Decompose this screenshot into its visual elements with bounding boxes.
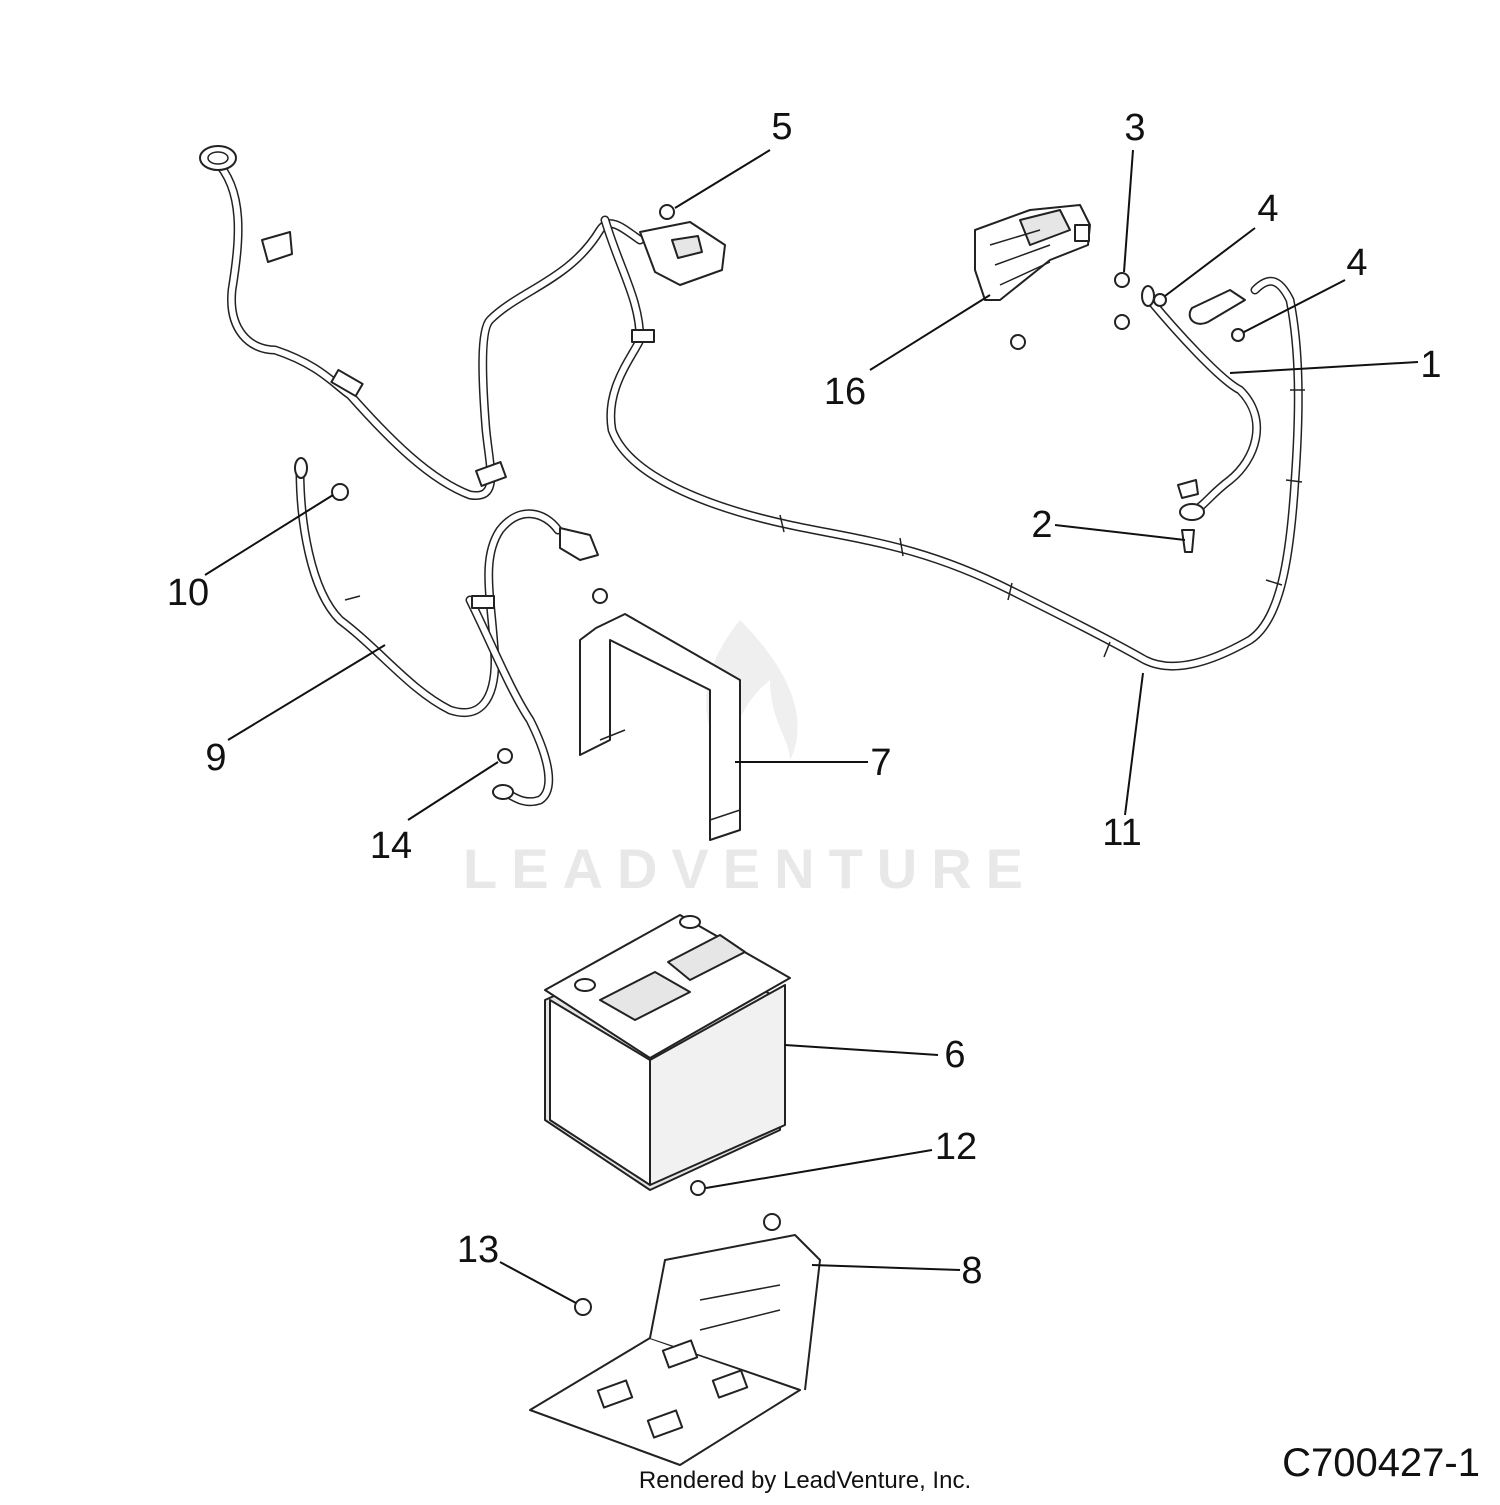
callout-9: 9 [205, 737, 226, 779]
relay-16 [974, 204, 1091, 301]
fasteners-lower [574, 1180, 781, 1316]
cable-14 [465, 595, 554, 807]
callout-6: 6 [944, 1034, 965, 1076]
callout-14: 14 [370, 825, 412, 867]
watermark-text: LEADVENTURE [463, 837, 1037, 900]
fasteners-left [331, 483, 608, 764]
bracket-7 [579, 613, 741, 841]
callout-4-lower: 4 [1346, 242, 1367, 284]
leader-lines [204, 149, 1419, 1304]
callout-4-upper: 4 [1257, 188, 1278, 230]
main-cable-harness [199, 145, 1305, 671]
callout-10: 10 [167, 572, 209, 614]
callout-8: 8 [961, 1250, 982, 1292]
callout-7: 7 [870, 742, 891, 784]
callout-16: 16 [824, 371, 866, 413]
callout-11: 11 [1102, 812, 1141, 854]
callout-13: 13 [457, 1229, 499, 1271]
callout-3: 3 [1124, 107, 1145, 149]
battery-6 [544, 914, 791, 1191]
callout-1: 1 [1420, 344, 1441, 386]
callout-12: 12 [935, 1126, 977, 1168]
cable-9 [294, 457, 599, 717]
render-credit: Rendered by LeadVenture, Inc. [639, 1467, 971, 1494]
tray-8 [529, 1234, 821, 1466]
callout-2: 2 [1031, 504, 1052, 546]
drawing-id: C700427-1 [1282, 1441, 1480, 1485]
cable-1 [1141, 285, 1262, 521]
callout-5: 5 [771, 106, 792, 148]
fasteners-upper-right [659, 204, 1245, 553]
